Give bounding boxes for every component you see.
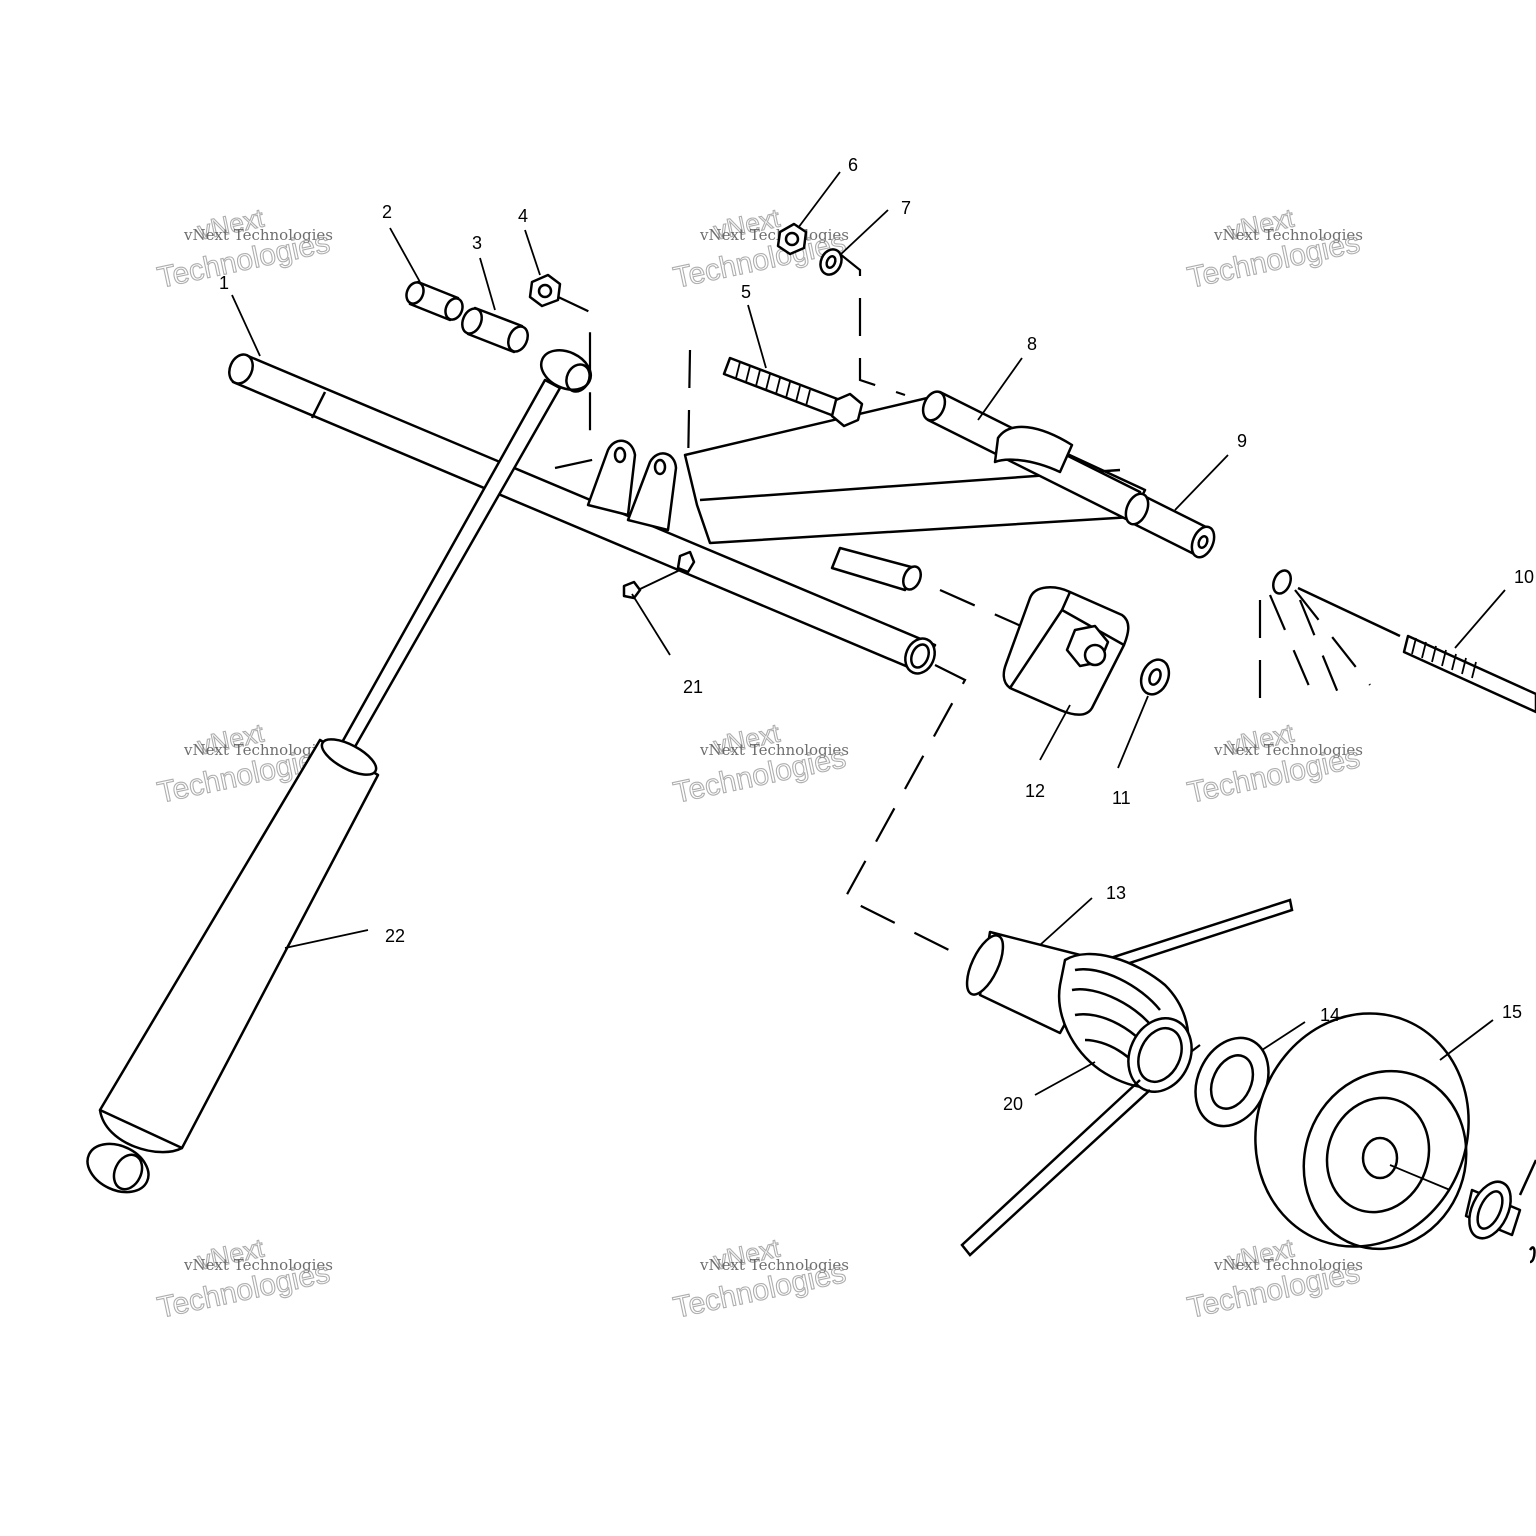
part-20-torsion-spring bbox=[960, 898, 1294, 1257]
part-7-washer bbox=[819, 248, 843, 276]
part-8-swing-arm bbox=[683, 390, 1147, 592]
watermark: vNext vNext Technologies Technologies bbox=[670, 717, 849, 810]
callout-22: 22 bbox=[385, 926, 405, 946]
watermark: vNext vNext Technologies Technologies bbox=[1184, 717, 1363, 810]
part-4-nut bbox=[528, 273, 562, 308]
watermark-small: vNext Technologies bbox=[1213, 226, 1363, 244]
watermark: vNext vNext Technologies Technologies bbox=[670, 1232, 849, 1325]
callout-7: 7 bbox=[901, 198, 911, 218]
watermark-small: vNext Technologies bbox=[1213, 741, 1363, 759]
part-22-shock-absorber bbox=[86, 349, 593, 1194]
part-11-washer bbox=[1139, 658, 1171, 696]
watermark: vNext vNext Technologies Technologies bbox=[154, 1232, 333, 1325]
leader-lines bbox=[231, 171, 1506, 1096]
watermark-small: vNext Technologies bbox=[699, 1256, 849, 1274]
part-10-threaded-rod bbox=[1272, 569, 1536, 714]
callout-15: 15 bbox=[1502, 1002, 1522, 1022]
callout-2: 2 bbox=[382, 202, 392, 222]
part-bushing-right bbox=[1464, 1159, 1536, 1264]
assembly-lines bbox=[553, 249, 1401, 1061]
callout-6: 6 bbox=[848, 155, 858, 175]
callout-1: 1 bbox=[219, 273, 229, 293]
part-12-bearing-block bbox=[1002, 586, 1130, 716]
part-5-bolt bbox=[722, 356, 864, 428]
callout-10: 10 bbox=[1514, 567, 1534, 587]
watermark: vNext vNext Technologies Technologies bbox=[670, 202, 849, 295]
watermark-small: vNext Technologies bbox=[1213, 1256, 1363, 1274]
callout-21: 21 bbox=[683, 677, 703, 697]
callout-8: 8 bbox=[1027, 334, 1037, 354]
watermark-small: vNext Technologies bbox=[183, 741, 333, 759]
part-21-grease-fittings bbox=[622, 550, 696, 600]
watermark-small: vNext Technologies bbox=[699, 741, 849, 759]
watermark: vNext vNext Technologies Technologies bbox=[1184, 1232, 1363, 1325]
part-6-nut bbox=[776, 222, 808, 256]
callout-labels: 1 2 3 4 5 6 7 8 9 10 11 12 13 14 15 20 2… bbox=[219, 155, 1534, 1114]
part-15-idler-wheel bbox=[1254, 1012, 1470, 1251]
callout-5: 5 bbox=[741, 282, 751, 302]
part-3-bushing bbox=[461, 306, 529, 354]
callout-3: 3 bbox=[472, 233, 482, 253]
shock-mount-brackets bbox=[586, 439, 678, 532]
watermark: vNext vNext Technologies Technologies bbox=[154, 202, 333, 295]
part-1-axle-tube bbox=[228, 353, 937, 675]
watermark-small: vNext Technologies bbox=[699, 226, 849, 244]
callout-20: 20 bbox=[1003, 1094, 1023, 1114]
watermark-small: vNext Technologies bbox=[183, 226, 333, 244]
callout-4: 4 bbox=[518, 206, 528, 226]
callout-13: 13 bbox=[1106, 883, 1126, 903]
callout-9: 9 bbox=[1237, 431, 1247, 451]
part-2-bushing bbox=[405, 280, 464, 322]
watermark-small: vNext Technologies bbox=[183, 1256, 333, 1274]
callout-12: 12 bbox=[1025, 781, 1045, 801]
watermark: vNext vNext Technologies Technologies bbox=[1184, 202, 1363, 295]
callout-14: 14 bbox=[1320, 1005, 1340, 1025]
part-9-bushing bbox=[1124, 492, 1216, 559]
callout-11: 11 bbox=[1112, 788, 1131, 808]
